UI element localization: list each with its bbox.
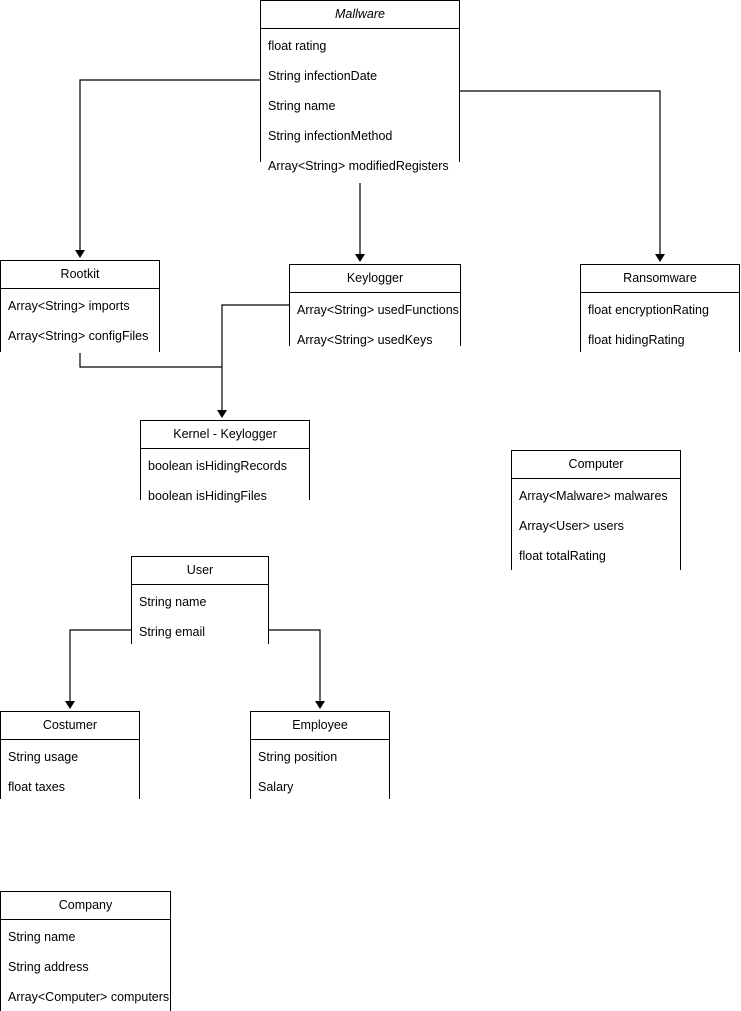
class-title-costumer: Costumer [1, 712, 139, 740]
attribute-row: Array<User> users [519, 519, 624, 533]
connector-line [79, 79, 260, 252]
class-title-keylogger: Keylogger [290, 265, 460, 293]
connector-mallware-to-ransomware [460, 90, 665, 262]
class-title-company: Company [1, 892, 170, 920]
connector-line [69, 629, 131, 703]
class-attributes-kernel-keylogger: boolean isHidingRecords boolean isHidingF… [141, 449, 309, 513]
attribute-row: String name [139, 595, 207, 609]
connector-rootkit-to-kernel-keylogger [79, 352, 222, 368]
class-title-employee: Employee [251, 712, 389, 740]
attribute-row: String name [268, 99, 336, 113]
class-box-ransomware[interactable]: Ransomware float encryptionRating float hi… [580, 264, 740, 357]
connector-user-to-employee [269, 629, 325, 709]
class-attributes-ransomware: float encryptionRating float hidingRating [581, 293, 739, 357]
arrowhead-icon [217, 410, 227, 418]
attribute-row: String infectionMethod [268, 129, 393, 143]
attribute-row: float hidingRating [588, 333, 685, 347]
attribute-row: String infectionDate [268, 69, 378, 83]
arrowhead-icon [655, 254, 665, 262]
attribute-row: String name [8, 930, 76, 944]
connector-line [79, 352, 222, 368]
arrowhead-icon [355, 254, 365, 262]
arrowhead-icon [315, 701, 325, 709]
attribute-row: String position [258, 750, 338, 764]
attribute-row: Array<String> modifiedRegisters [268, 159, 449, 173]
connector-line [221, 304, 289, 412]
attribute-row: String email [139, 625, 205, 639]
attribute-row: String usage [8, 750, 79, 764]
connector-user-to-costumer [65, 629, 131, 709]
attribute-row: float taxes [8, 780, 65, 794]
connector-line [460, 90, 661, 256]
attribute-row: String address [8, 960, 89, 974]
class-attributes-costumer: String usage float taxes [1, 740, 139, 804]
attribute-row: Array<Malware> malwares [519, 489, 668, 503]
attribute-row: Salary [258, 780, 294, 794]
class-title-kernel-keylogger: Kernel - Keylogger [141, 421, 309, 449]
class-title-mallware: Mallware [261, 1, 459, 29]
class-title-computer: Computer [512, 451, 680, 479]
class-title-rootkit: Rootkit [1, 261, 159, 289]
attribute-row: float rating [268, 39, 327, 53]
arrowhead-icon [65, 701, 75, 709]
attribute-row: float totalRating [519, 549, 606, 563]
attribute-row: Array<String> configFiles [8, 329, 149, 343]
attribute-row: Array<Computer> computers [8, 990, 170, 1004]
connector-line [269, 629, 321, 703]
class-title-ransomware: Ransomware [581, 265, 739, 293]
connector-keylogger-to-kernel-keylogger [217, 304, 289, 418]
class-title-user: User [132, 557, 268, 585]
attribute-row: boolean isHidingFiles [148, 489, 267, 503]
connector-mallware-to-rootkit [75, 79, 260, 258]
arrowhead-icon [75, 250, 85, 258]
attribute-row: Array<String> usedFunctions [297, 303, 459, 317]
attribute-row: Array<String> usedKeys [297, 333, 433, 347]
attribute-row: Array<String> imports [8, 299, 130, 313]
attribute-row: float encryptionRating [588, 303, 709, 317]
attribute-row: boolean isHidingRecords [148, 459, 287, 473]
